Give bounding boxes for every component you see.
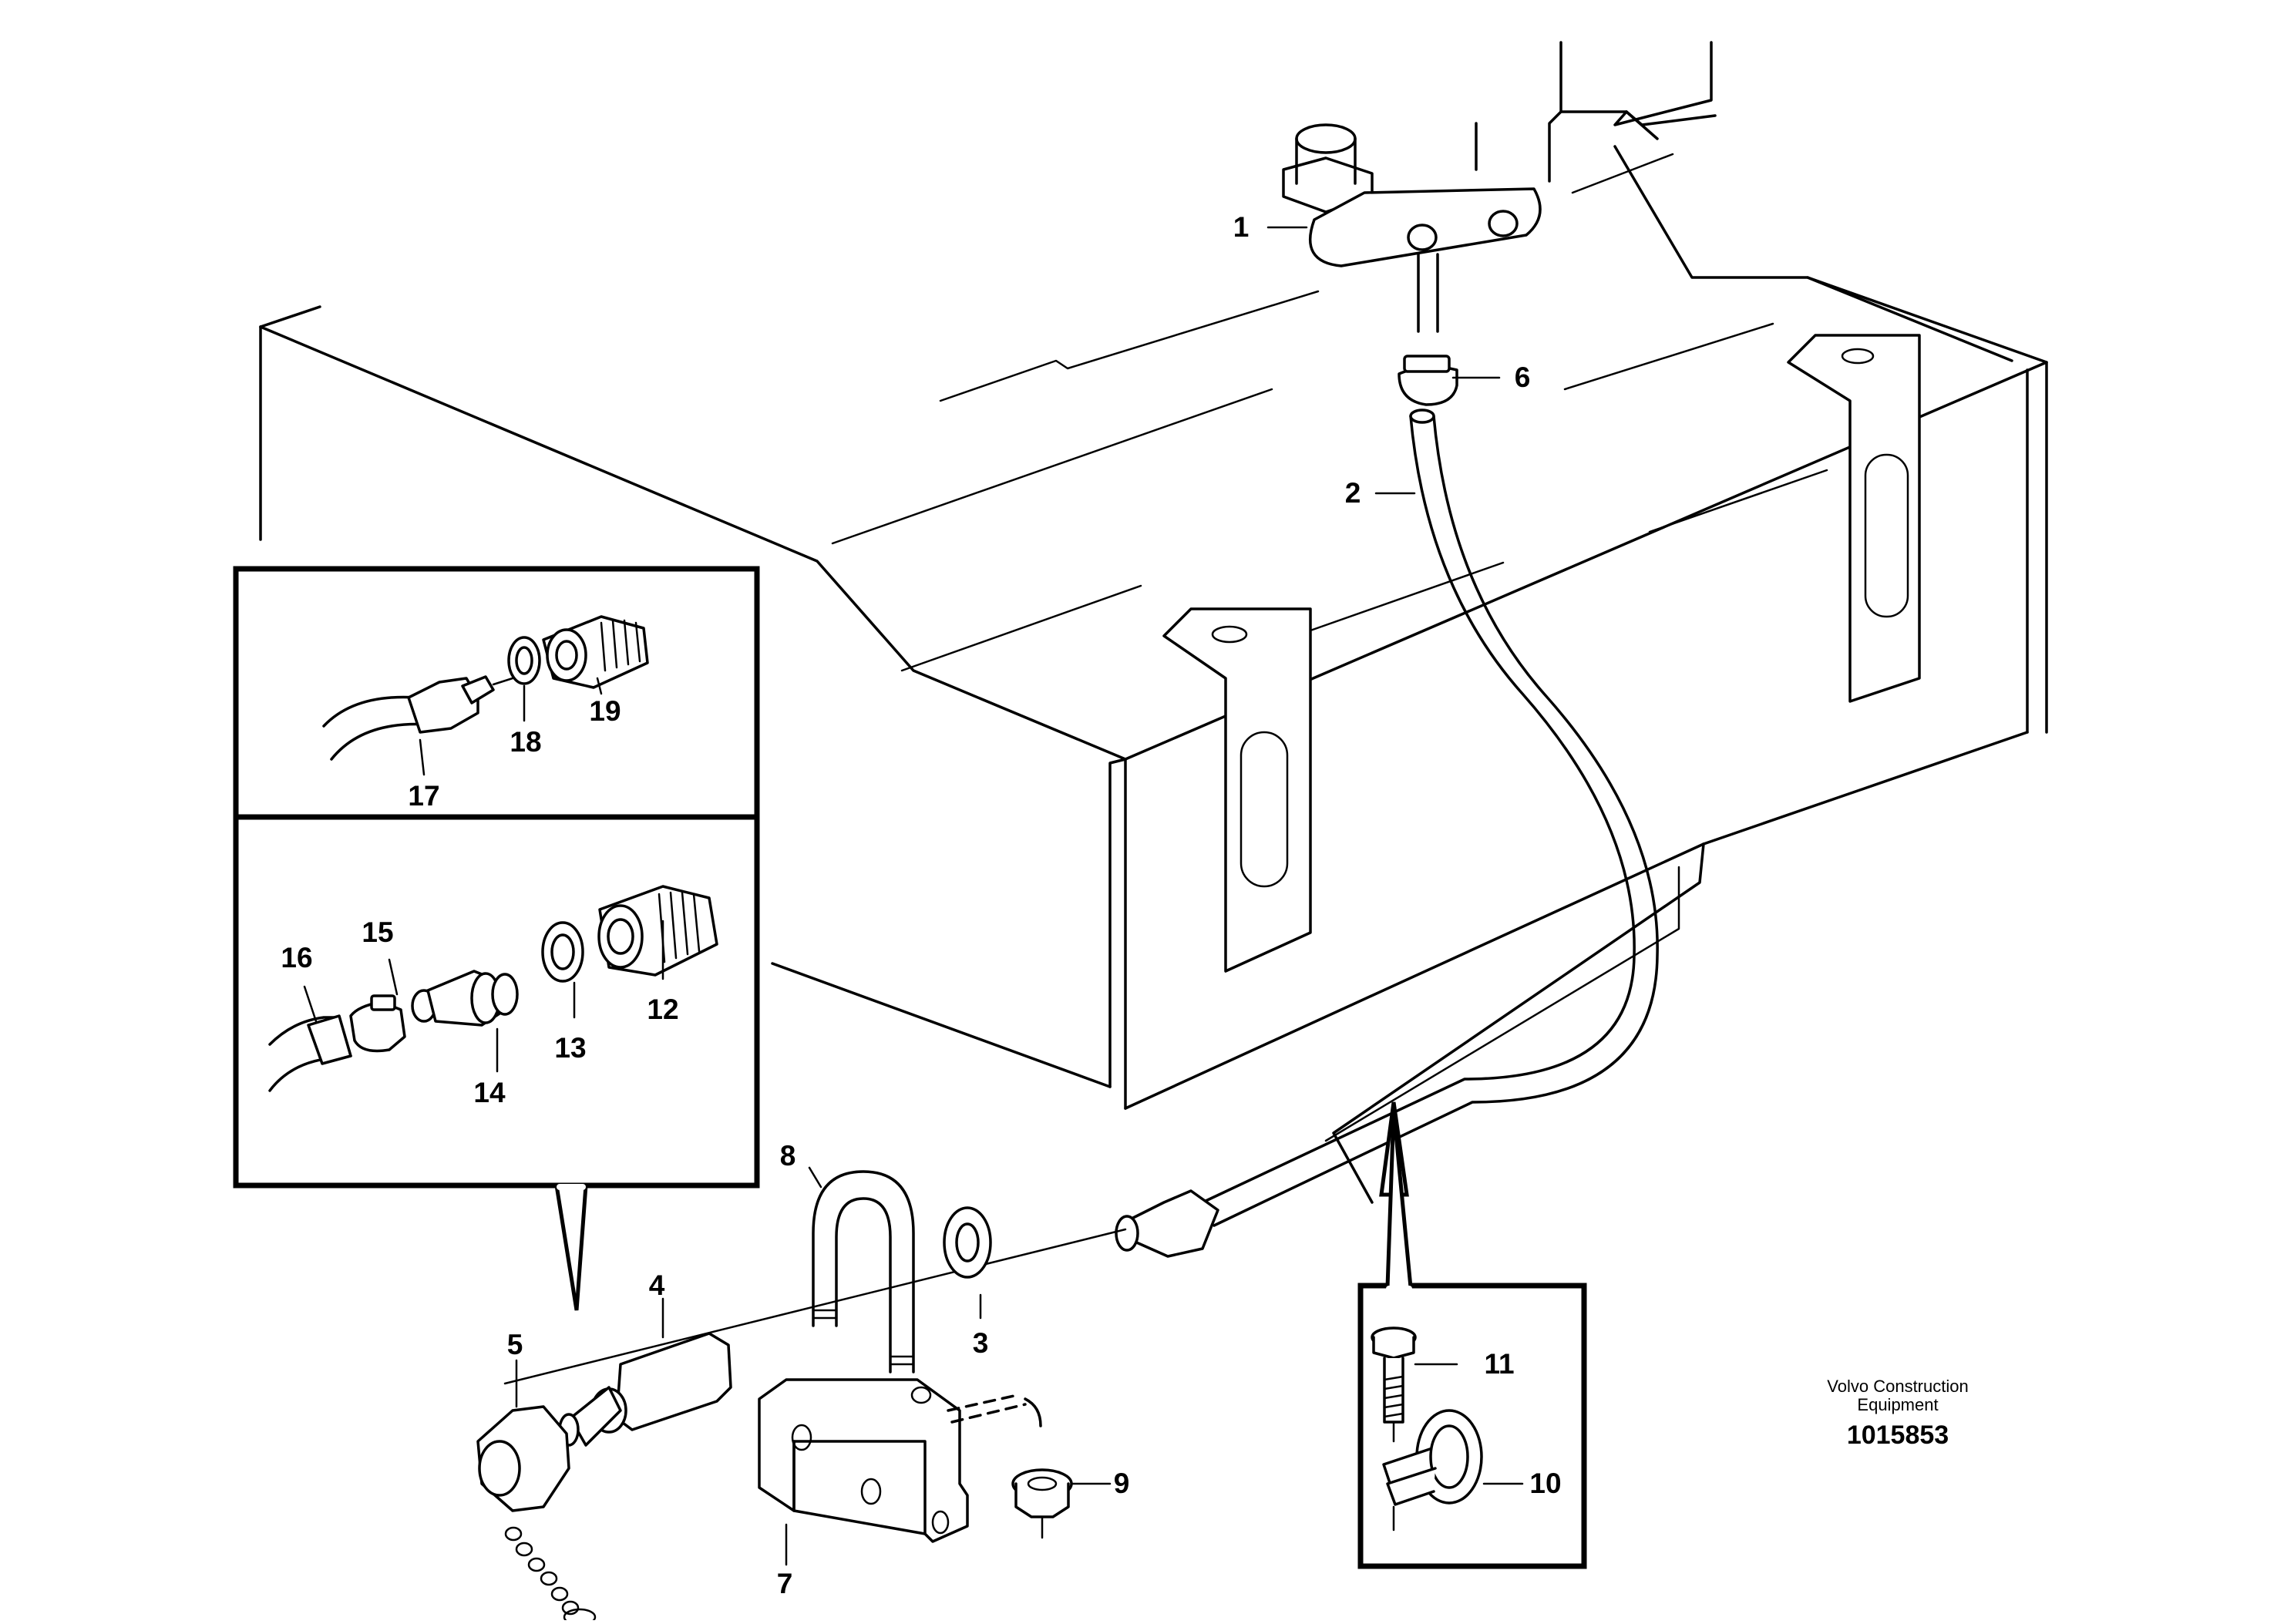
tank <box>259 41 2048 1204</box>
detail-box-lower <box>233 814 760 1189</box>
callout-16: 16 <box>281 942 312 973</box>
callout-6: 6 <box>1515 361 1531 393</box>
u-bolt <box>812 1170 915 1374</box>
callout-8: 8 <box>780 1140 796 1172</box>
fuel-hose <box>1201 253 1659 1227</box>
callout-10: 10 <box>1529 1468 1561 1499</box>
callout-14: 14 <box>473 1077 506 1108</box>
credit-line-1: Volvo Construction <box>1827 1377 1968 1396</box>
callout-labels: 1 2 3 4 5 6 7 8 9 10 11 12 13 14 15 16 1… <box>281 211 1561 1599</box>
document-credit: Volvo Construction Equipment 1015853 <box>1827 1377 1968 1450</box>
flange-nut <box>1011 1468 1073 1539</box>
document-number: 1015853 <box>1847 1421 1949 1450</box>
callout-7: 7 <box>777 1568 793 1599</box>
assembly-axis <box>503 1228 1127 1385</box>
callout-19: 19 <box>589 695 621 727</box>
hose-clamp <box>1398 355 1458 406</box>
callout-3: 3 <box>973 1327 989 1359</box>
callout-5: 5 <box>507 1329 523 1360</box>
callout-9: 9 <box>1114 1468 1130 1499</box>
mounting-bracket <box>758 1378 1042 1543</box>
detail-box-right <box>1357 1101 1587 1569</box>
callout-2: 2 <box>1345 477 1361 509</box>
filler-pipe <box>1282 123 1542 267</box>
callout-4: 4 <box>649 1269 665 1301</box>
washer <box>943 1206 992 1279</box>
hose-connector <box>1115 1189 1219 1258</box>
tank-bracket-left <box>1162 607 1312 973</box>
dust-cap <box>476 1405 597 1624</box>
callout-17: 17 <box>408 780 439 812</box>
callout-15: 15 <box>362 916 393 948</box>
leader-lines <box>303 226 1524 1566</box>
detail-box-upper <box>233 566 760 820</box>
tank-bracket-right <box>1787 334 1921 703</box>
detail-pointer-left <box>554 1185 588 1311</box>
callout-13: 13 <box>554 1032 586 1064</box>
callout-11: 11 <box>1484 1348 1514 1380</box>
coupling-adapter <box>558 1332 732 1447</box>
callout-12: 12 <box>647 994 678 1025</box>
callout-18: 18 <box>510 726 541 758</box>
credit-line-2: Equipment <box>1857 1395 1938 1414</box>
callout-1: 1 <box>1233 211 1250 243</box>
